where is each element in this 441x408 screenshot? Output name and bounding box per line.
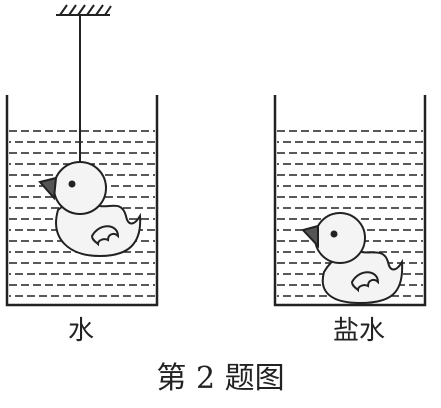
left-duck-wing — [90, 225, 120, 247]
left-duck-head — [53, 161, 107, 215]
right-beaker-outline — [273, 95, 427, 307]
right-duck-head — [314, 212, 366, 264]
left-liquid-label: 水 — [68, 316, 95, 346]
figure-caption: 第 2 题图 — [156, 361, 285, 396]
left-duck-beak — [38, 176, 58, 201]
right-duck-eye — [330, 230, 338, 238]
left-beaker-outline — [5, 95, 159, 307]
left-duck — [38, 161, 142, 258]
right-liquid-label: 盐水 — [333, 316, 386, 346]
right-duck-beak — [301, 224, 319, 249]
right-duck — [301, 212, 404, 305]
right-duck-wing — [350, 271, 380, 293]
ceiling-support — [56, 4, 112, 16]
left-duck-eye — [68, 180, 76, 188]
